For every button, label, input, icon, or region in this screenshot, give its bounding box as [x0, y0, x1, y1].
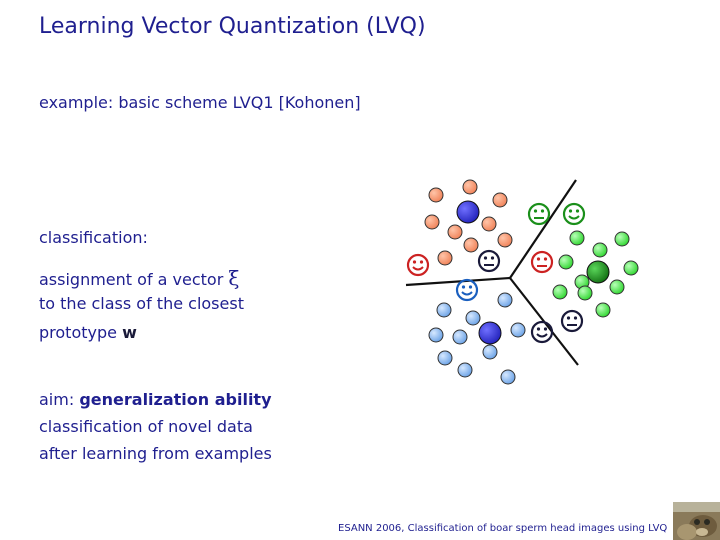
green-point	[577, 285, 593, 301]
prototype-green	[586, 260, 610, 284]
blue-point	[465, 310, 481, 326]
green-point	[552, 284, 568, 300]
class-green-points	[552, 230, 639, 318]
blue-point	[457, 362, 473, 378]
green-point	[558, 254, 574, 270]
green-point	[623, 260, 639, 276]
example-label: example:	[39, 93, 114, 112]
example-ref: [Kohonen]	[278, 93, 361, 112]
classification-line-1: assignment of a vector ξ	[39, 266, 239, 290]
orange-point	[481, 216, 497, 232]
aim-line-3: after learning from examples	[39, 444, 272, 463]
example-line: example: basic scheme LVQ1 [Kohonen]	[39, 93, 361, 112]
sad-smiley-icon	[527, 202, 551, 226]
happy-smiley-icon	[455, 278, 479, 302]
class-blue-points	[428, 292, 526, 385]
green-point	[569, 230, 585, 246]
aim-line-1: aim: generalization ability	[39, 390, 272, 409]
orange-point	[463, 237, 479, 253]
aim-line-2: classification of novel data	[39, 417, 253, 436]
classification-line-2: to the class of the closest	[39, 294, 244, 313]
blue-point	[428, 327, 444, 343]
corner-photo-icon	[673, 502, 720, 540]
class-orange-points	[424, 179, 513, 266]
aim-highlight: generalization ability	[79, 390, 272, 409]
green-point	[614, 231, 630, 247]
prototype-blue-top	[456, 200, 480, 224]
blue-point	[510, 322, 526, 338]
sad-smiley-icon	[560, 309, 584, 333]
example-name: LVQ1	[232, 93, 274, 112]
happy-smiley-icon	[530, 320, 554, 344]
orange-point	[424, 214, 440, 230]
xi-symbol: ξ	[228, 266, 240, 290]
blue-point	[437, 350, 453, 366]
blue-point	[497, 292, 513, 308]
slide-title: Learning Vector Quantization (LVQ)	[39, 14, 426, 39]
green-point	[595, 302, 611, 318]
blue-point	[452, 329, 468, 345]
boundary-upper	[509, 179, 577, 279]
w-symbol: w	[122, 323, 137, 342]
orange-point	[462, 179, 478, 195]
prototype-blue-bottom	[478, 321, 502, 345]
blue-point	[436, 302, 452, 318]
orange-point	[492, 192, 508, 208]
happy-smiley-icon	[562, 202, 586, 226]
example-text: basic scheme	[118, 93, 228, 112]
classification-text-3: prototype	[39, 323, 117, 342]
blue-point	[500, 369, 516, 385]
happy-smiley-icon	[406, 253, 430, 277]
sad-smiley-icon	[477, 249, 501, 273]
classification-text-1: assignment of a vector	[39, 270, 224, 289]
lvq-diagram	[405, 179, 639, 385]
classification-heading: classification	[39, 228, 143, 247]
orange-point	[497, 232, 513, 248]
green-point	[592, 242, 608, 258]
orange-point	[437, 250, 453, 266]
classification-colon: :	[142, 228, 148, 247]
footer-text: ESANN 2006, Classification of boar sperm…	[338, 523, 668, 534]
orange-point	[447, 224, 463, 240]
classification-heading-line: classification:	[39, 228, 148, 247]
boundary-left	[405, 276, 511, 287]
orange-point	[428, 187, 444, 203]
green-point	[609, 279, 625, 295]
sad-smiley-icon	[530, 250, 554, 274]
blue-point	[482, 344, 498, 360]
classification-line-3: prototype w	[39, 323, 137, 342]
aim-label: aim:	[39, 390, 75, 409]
